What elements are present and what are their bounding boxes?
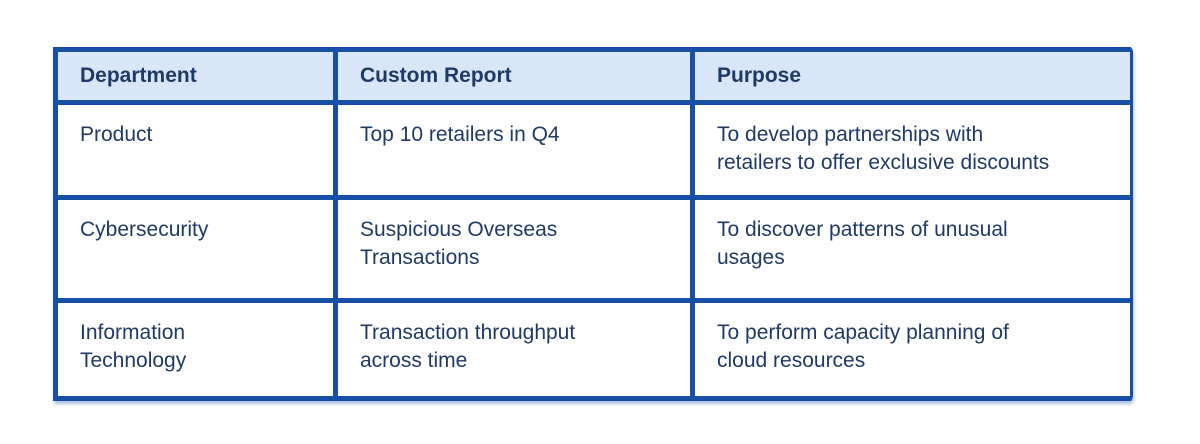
header-cell-custom-report: Custom Report	[333, 47, 695, 105]
header-cell-department: Department	[53, 47, 338, 105]
table: Department Custom Report Purpose Product…	[53, 47, 1133, 401]
cell-department: Product	[53, 100, 338, 200]
table-row: Product Top 10 retailers in Q4 To develo…	[53, 100, 1133, 200]
cell-department: Information Technology	[53, 298, 338, 401]
cell-purpose: To discover patterns of unusual usages	[690, 195, 1133, 303]
table-row: Information Technology Transaction throu…	[53, 298, 1133, 401]
table-header-row: Department Custom Report Purpose	[53, 47, 1133, 105]
cell-purpose: To develop partnerships with retailers t…	[690, 100, 1133, 200]
table-row: Cybersecurity Suspicious Overseas Transa…	[53, 195, 1133, 303]
cell-purpose: To perform capacity planning of cloud re…	[690, 298, 1133, 401]
cell-custom-report: Suspicious Overseas Transactions	[333, 195, 695, 303]
header-cell-purpose: Purpose	[690, 47, 1133, 105]
custom-reports-table: Department Custom Report Purpose Product…	[50, 44, 1133, 404]
cell-custom-report: Transaction throughput across time	[333, 298, 695, 401]
cell-custom-report: Top 10 retailers in Q4	[333, 100, 695, 200]
cell-department: Cybersecurity	[53, 195, 338, 303]
